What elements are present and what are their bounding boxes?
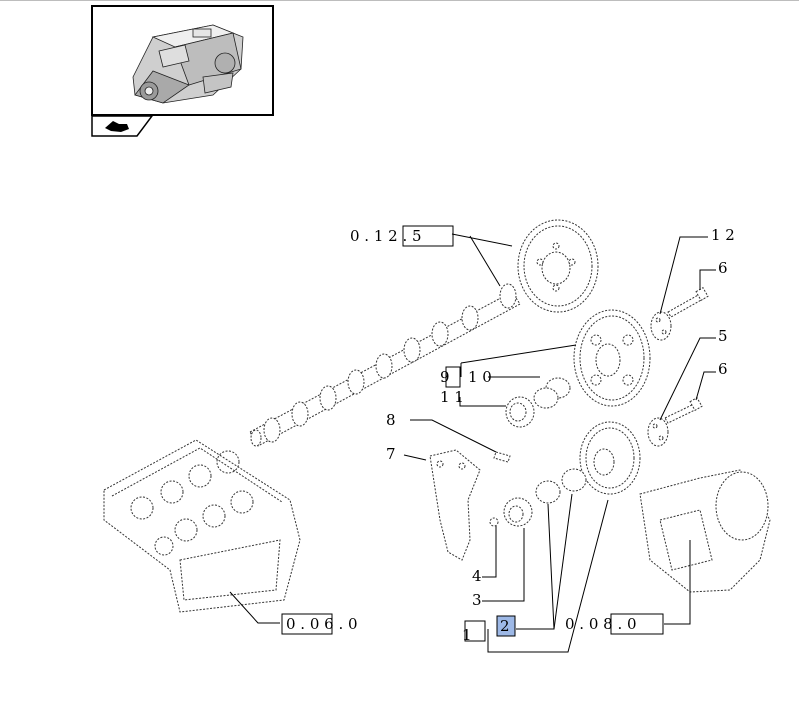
camshaft-gear (517, 219, 599, 313)
part-5-label[interactable]: 5 (718, 327, 728, 345)
idler-gear-upper (573, 309, 651, 407)
bushings-lower (489, 468, 587, 527)
top-rule (0, 0, 799, 1)
leader-lines (229, 233, 716, 653)
part-12-label[interactable]: 1 2 (711, 226, 735, 244)
part-3-label[interactable]: 3 (472, 591, 482, 609)
ref-0080-label[interactable]: 0 . 0 8 . 0 (565, 615, 637, 633)
screw-8 (493, 451, 511, 463)
highlight-2[interactable] (496, 615, 516, 637)
camshaft (249, 283, 521, 447)
engine-block (103, 439, 301, 613)
part-7-label[interactable]: 7 (386, 445, 396, 463)
engine-thumbnail-icon (132, 24, 244, 104)
support-bracket (429, 449, 481, 561)
part-2-label[interactable]: 2 (500, 617, 510, 635)
part-9-label[interactable]: 9 (440, 368, 450, 386)
ref-0060-label[interactable]: 0 . 0 6 . 0 (286, 615, 358, 633)
idler-gear-lower (579, 421, 641, 495)
bolts (664, 286, 709, 424)
part-1-label[interactable]: 1 (462, 626, 472, 644)
part-6a-label[interactable]: 6 (718, 259, 728, 277)
part-4-label[interactable]: 4 (472, 567, 482, 585)
part-6b-label[interactable]: 6 (718, 360, 728, 378)
ref-0125-label[interactable]: 0 . 1 2 . 5 (350, 227, 422, 245)
bushings-upper (505, 377, 571, 428)
label-boxes (281, 225, 664, 642)
thrust-plates (647, 311, 672, 447)
navigate-arrow-icon[interactable] (91, 115, 153, 137)
engine-thumbnail[interactable] (91, 5, 274, 116)
part-11-label[interactable]: 1 1 (440, 388, 464, 406)
part-8-label[interactable]: 8 (386, 411, 396, 429)
crankshaft (639, 469, 771, 593)
part-10-label[interactable]: 1 0 (468, 368, 492, 386)
